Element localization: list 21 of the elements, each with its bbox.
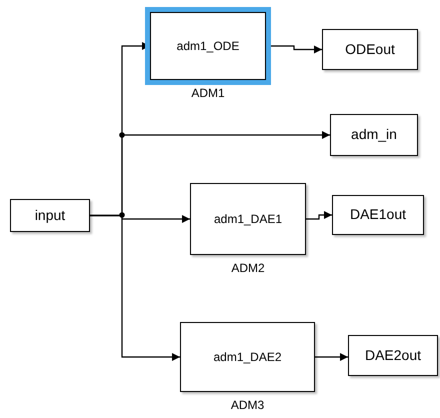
block-label: DAE1out	[350, 206, 406, 224]
block-label: ODEout	[345, 40, 395, 58]
arrow	[90, 214, 180, 361]
block	[330, 114, 418, 156]
block	[180, 322, 315, 392]
block	[348, 335, 438, 376]
block	[322, 29, 418, 70]
block-label: adm1_DAE1	[214, 212, 282, 226]
block-name: ADM2	[230, 261, 266, 276]
block	[190, 183, 306, 255]
block-label: input	[34, 206, 66, 224]
block-label: adm1_ODE	[176, 38, 240, 54]
block-name: ADM3	[230, 398, 266, 413]
block	[332, 195, 424, 235]
block-label: adm1_DAE2	[213, 350, 282, 364]
arrow	[315, 353, 348, 361]
arrow	[306, 211, 332, 220]
block-label: adm_in	[351, 126, 397, 144]
block-label: DAE2out	[364, 346, 422, 364]
block-name: ADM1	[190, 86, 226, 101]
block	[10, 199, 90, 232]
